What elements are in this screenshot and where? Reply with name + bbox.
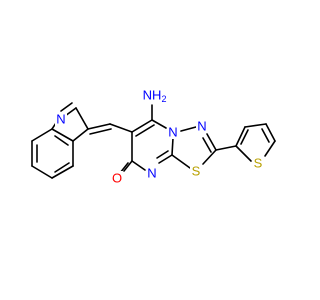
bond — [156, 150, 169, 159]
molecule-structure-diagram: N NH 2 N N N S — [31, 88, 276, 186]
carbonyl-oxygen-label: O — [112, 171, 122, 186]
pyrimidine-nitrogen-atom: N — [146, 166, 158, 181]
bond — [135, 124, 155, 137]
bond — [131, 160, 146, 171]
bond — [235, 126, 246, 147]
bonds-layer — [31, 102, 276, 179]
bond — [60, 102, 73, 112]
thiadiazole-sulfur-atom: S — [190, 164, 202, 179]
bond — [123, 160, 133, 172]
bond — [158, 154, 173, 164]
bond — [244, 123, 267, 128]
bond — [72, 128, 89, 142]
thiadiazole-nitrogen-atom: N — [196, 119, 208, 134]
bond — [215, 145, 237, 151]
bond — [51, 128, 74, 142]
bond — [75, 107, 89, 130]
bond — [261, 128, 270, 143]
bond — [235, 145, 252, 162]
bond — [87, 123, 111, 130]
amino-subscript: 2 — [161, 94, 166, 104]
bond — [151, 119, 167, 129]
bridgehead-nitrogen-atom: N — [167, 125, 179, 140]
bond — [265, 123, 276, 142]
bond — [202, 137, 212, 153]
bond — [31, 165, 53, 179]
amino-label: NH — [143, 88, 162, 103]
bond — [131, 119, 153, 133]
bond — [54, 162, 70, 173]
bond — [202, 149, 217, 165]
bridgehead-nitrogen-label: N — [168, 125, 177, 140]
bond — [171, 154, 191, 169]
thiophene-sulfur-atom: S — [252, 156, 264, 171]
bond — [171, 137, 174, 156]
bond — [264, 140, 276, 157]
bond — [31, 128, 53, 142]
carbonyl-oxygen-atom: O — [111, 171, 123, 186]
bond — [89, 128, 112, 135]
bond — [206, 133, 217, 151]
molecule-canvas: N NH 2 N N N S — [31, 88, 276, 186]
indole-nitrogen-atom: N — [55, 112, 67, 127]
bond — [54, 135, 69, 146]
pyrimidine-nitrogen-label: N — [147, 166, 156, 181]
thiadiazole-nitrogen-label: N — [197, 119, 206, 134]
bond — [240, 129, 249, 145]
amino-group-atom: NH 2 — [143, 88, 167, 104]
thiadiazole-sulfur-label: S — [192, 164, 201, 179]
atoms-layer: N NH 2 N N N S — [55, 88, 264, 186]
thiophene-sulfur-label: S — [254, 156, 263, 171]
bond — [180, 126, 197, 132]
bond — [51, 165, 74, 179]
bond — [109, 123, 133, 133]
indole-nitrogen-label: N — [56, 112, 65, 127]
